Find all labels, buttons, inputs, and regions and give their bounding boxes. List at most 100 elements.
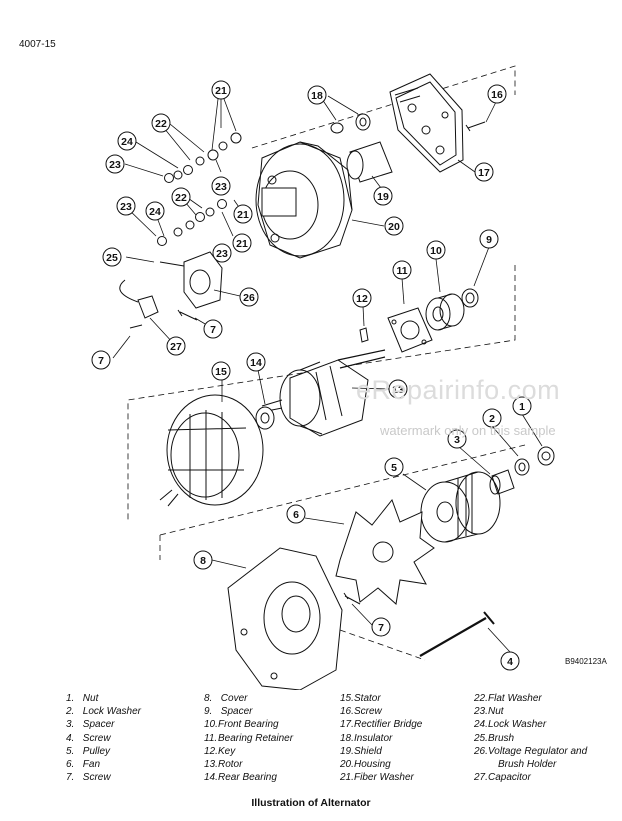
svg-text:4: 4 (507, 656, 513, 668)
svg-text:23: 23 (120, 201, 132, 213)
callout-19: 19 (373, 186, 393, 206)
callout-21-mid: 21 (233, 204, 253, 224)
legend-column-3: 15.Stator 16.Screw 17.Rectifier Bridge 1… (340, 692, 422, 784)
legend-column-4: 22.Flat Washer 23.Nut 24.Lock Washer 25.… (474, 692, 587, 784)
nut-part (537, 446, 555, 466)
parts-legend: 1. Nut 2. Lock Washer 3. Spacer 4. Screw… (66, 692, 606, 788)
svg-text:1: 1 (519, 401, 525, 413)
screw-16-part (465, 121, 486, 132)
callout-10: 10 (426, 240, 446, 260)
voltage-regulator-part (159, 251, 223, 309)
legend-item: 20.Housing (340, 759, 391, 771)
callout-18: 18 (307, 85, 327, 105)
callout-11: 11 (392, 260, 412, 280)
svg-text:23: 23 (215, 181, 227, 193)
svg-text:22: 22 (175, 192, 187, 204)
legend-item: 3. Spacer (66, 719, 115, 731)
legend-column-2: 8. Cover 9. Spacer 10.Front Bearing 11.B… (204, 692, 293, 784)
svg-text:7: 7 (210, 324, 216, 336)
svg-text:25: 25 (106, 252, 118, 264)
callout-22-top: 22 (151, 113, 171, 133)
svg-text:24: 24 (121, 136, 133, 148)
callout-17: 17 (474, 162, 494, 182)
watermark-logo: eRepairinfo.com (356, 375, 561, 405)
svg-text:21: 21 (215, 85, 227, 97)
figure-caption: Illustration of Alternator (251, 797, 371, 809)
svg-text:20: 20 (388, 221, 400, 233)
callout-16: 16 (487, 84, 507, 104)
screw-7-upper-part (177, 309, 198, 321)
legend-item: 10.Front Bearing (204, 719, 279, 731)
washer-stack-upper (164, 132, 242, 183)
capacitor-part (119, 279, 159, 329)
svg-text:27: 27 (170, 341, 182, 353)
callout-3: 3 (447, 429, 467, 449)
callout-23-left-top: 23 (105, 154, 125, 174)
callout-23-mid: 23 (212, 243, 232, 263)
callout-2: 2 (482, 408, 502, 428)
callout-24-top: 24 (117, 131, 137, 151)
figure-code: B9402123A (565, 657, 607, 666)
legend-item: 1. Nut (66, 693, 99, 704)
pulley-part (420, 471, 501, 543)
svg-text:3: 3 (454, 434, 460, 446)
callout-22-bottom: 22 (171, 187, 191, 207)
legend-item: 5. Pulley (66, 745, 111, 757)
svg-text:18: 18 (311, 90, 323, 102)
legend-item: 7. Screw (66, 772, 111, 784)
legend-item: 4. Screw (66, 732, 111, 744)
legend-item: 15.Stator (340, 693, 381, 704)
alternator-exploded-diagram: 1 2 3 4 5 6 7 7 7 8 9 10 11 12 13 14 15 … (91, 65, 555, 690)
svg-text:2: 2 (489, 413, 495, 425)
washer-stack-lower (157, 199, 227, 246)
svg-text:15: 15 (215, 366, 227, 378)
svg-text:14: 14 (250, 357, 262, 369)
svg-text:7: 7 (98, 355, 104, 367)
callout-12: 12 (352, 288, 372, 308)
legend-item: 11.Bearing Retainer (204, 732, 294, 744)
legend-item: 8. Cover (204, 693, 248, 704)
legend-item: 23.Nut (474, 706, 504, 718)
housing-part (255, 141, 353, 259)
callout-1: 1 (512, 396, 532, 416)
stator-part (159, 394, 264, 507)
svg-text:8: 8 (200, 555, 206, 567)
svg-text:7: 7 (378, 622, 384, 634)
rotor-part (261, 349, 386, 437)
callout-23-left-bottom: 23 (116, 196, 136, 216)
legend-item: 17.Rectifier Bridge (340, 719, 423, 731)
callout-27: 27 (166, 336, 186, 356)
legend-item: 2. Lock Washer (66, 706, 141, 718)
page-number: 4007-15 (19, 39, 56, 50)
callout-5: 5 (384, 457, 404, 477)
svg-text:10: 10 (430, 245, 442, 257)
callout-25: 25 (102, 247, 122, 267)
legend-item: 25.Brush (474, 732, 515, 744)
svg-text:23: 23 (216, 248, 228, 260)
callout-8: 8 (193, 550, 213, 570)
insulator-part (330, 113, 371, 134)
svg-text:6: 6 (293, 509, 299, 521)
legend-item: 6. Fan (66, 759, 101, 771)
front-bearing-part (425, 293, 465, 331)
legend-item: 26.Voltage Regulator and (474, 745, 588, 757)
spacer-9-part (461, 288, 479, 308)
through-bolt-part (419, 611, 495, 657)
svg-text:17: 17 (478, 167, 490, 179)
callout-21-bottom: 21 (232, 233, 252, 253)
bearing-retainer-part (387, 307, 433, 353)
legend-item: 27.Capacitor (474, 772, 531, 784)
svg-text:23: 23 (109, 159, 121, 171)
fan-part (335, 498, 435, 605)
legend-item: Brush Holder (498, 759, 557, 771)
svg-text:22: 22 (155, 118, 167, 130)
svg-text:5: 5 (391, 462, 397, 474)
callout-14: 14 (246, 352, 266, 372)
callout-7-right: 7 (203, 319, 223, 339)
callout-23-right: 23 (211, 176, 231, 196)
callout-7-bottom: 7 (371, 617, 391, 637)
callout-24-bottom: 24 (145, 201, 165, 221)
lock-washer-part (514, 458, 530, 476)
callout-26: 26 (239, 287, 259, 307)
rear-bearing-part (255, 406, 275, 430)
